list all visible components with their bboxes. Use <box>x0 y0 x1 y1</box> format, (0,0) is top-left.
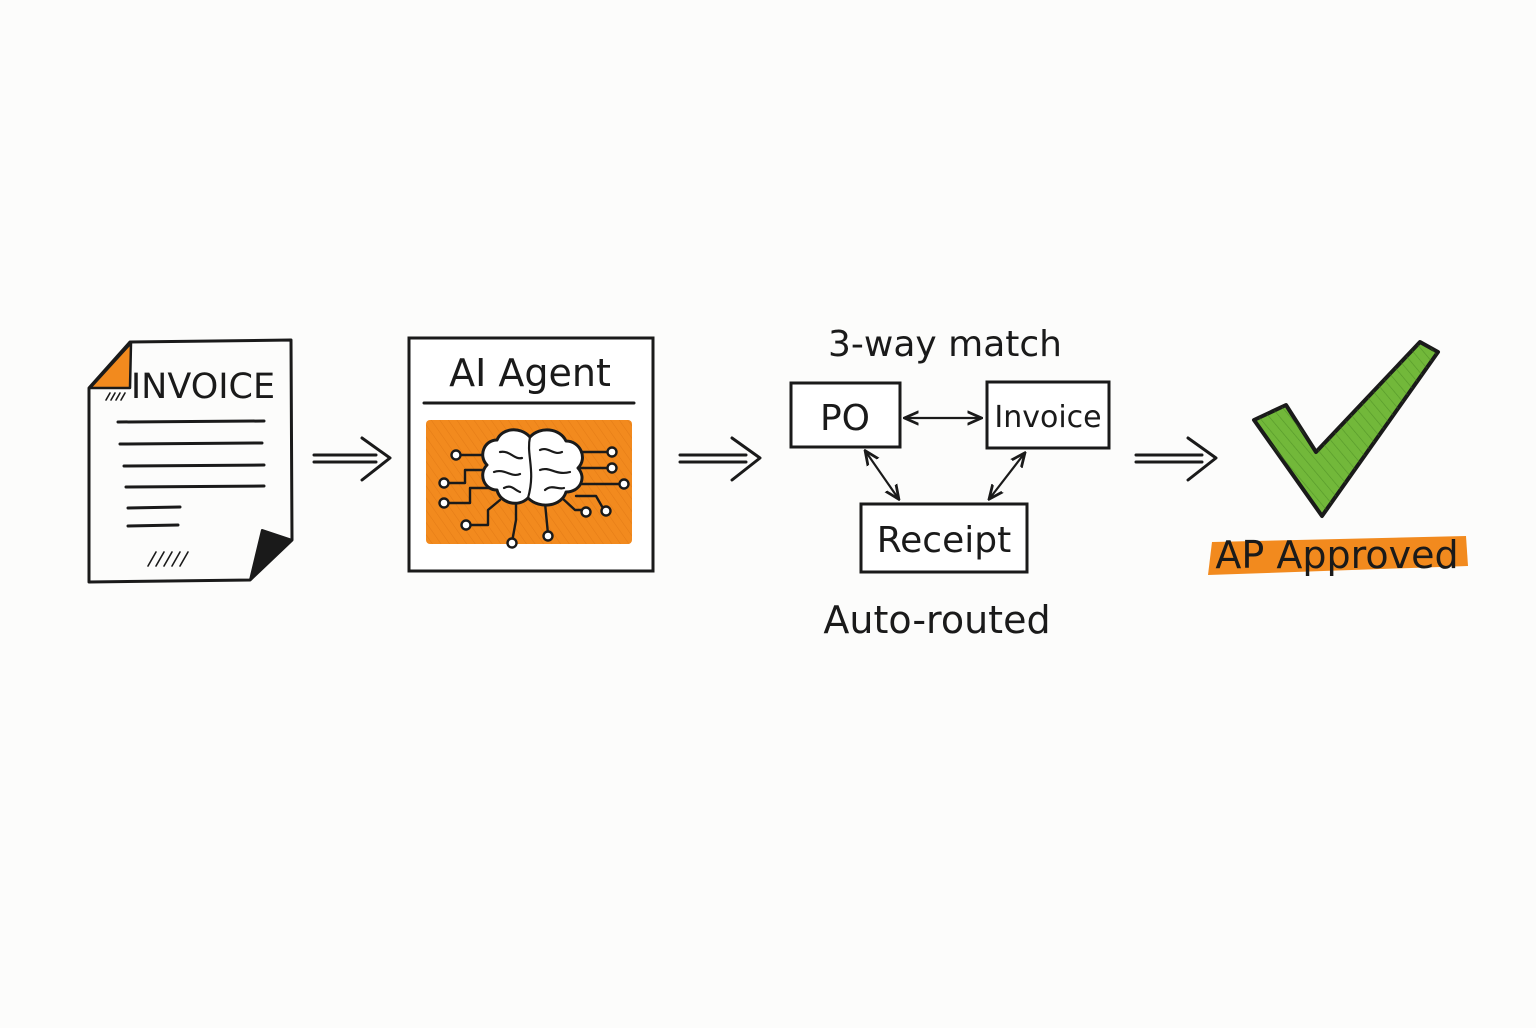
invoice-node-label: Invoice <box>994 400 1101 435</box>
flow-arrow-1 <box>312 436 392 482</box>
flow-arrow-3 <box>1134 436 1218 482</box>
invoice-node <box>985 380 1111 450</box>
ap-approved-label: AP Approved <box>1215 533 1458 577</box>
receipt-node <box>859 502 1029 574</box>
flow-arrow-2 <box>678 436 762 482</box>
brain-circuit-icon <box>426 420 632 549</box>
auto-routed-caption: Auto-routed <box>823 598 1050 642</box>
po-node-label: PO <box>820 398 870 439</box>
ap-approved-highlight <box>1208 536 1468 575</box>
three-way-match-title: 3-way match <box>828 324 1062 365</box>
ai-agent-title: AI Agent <box>449 351 611 395</box>
invoice-document-icon <box>87 338 294 584</box>
match-connectors <box>866 418 1024 498</box>
receipt-node-label: Receipt <box>877 520 1011 561</box>
po-node <box>789 381 902 449</box>
invoice-document-title: INVOICE <box>131 367 275 407</box>
checkmark-icon <box>1252 340 1440 518</box>
